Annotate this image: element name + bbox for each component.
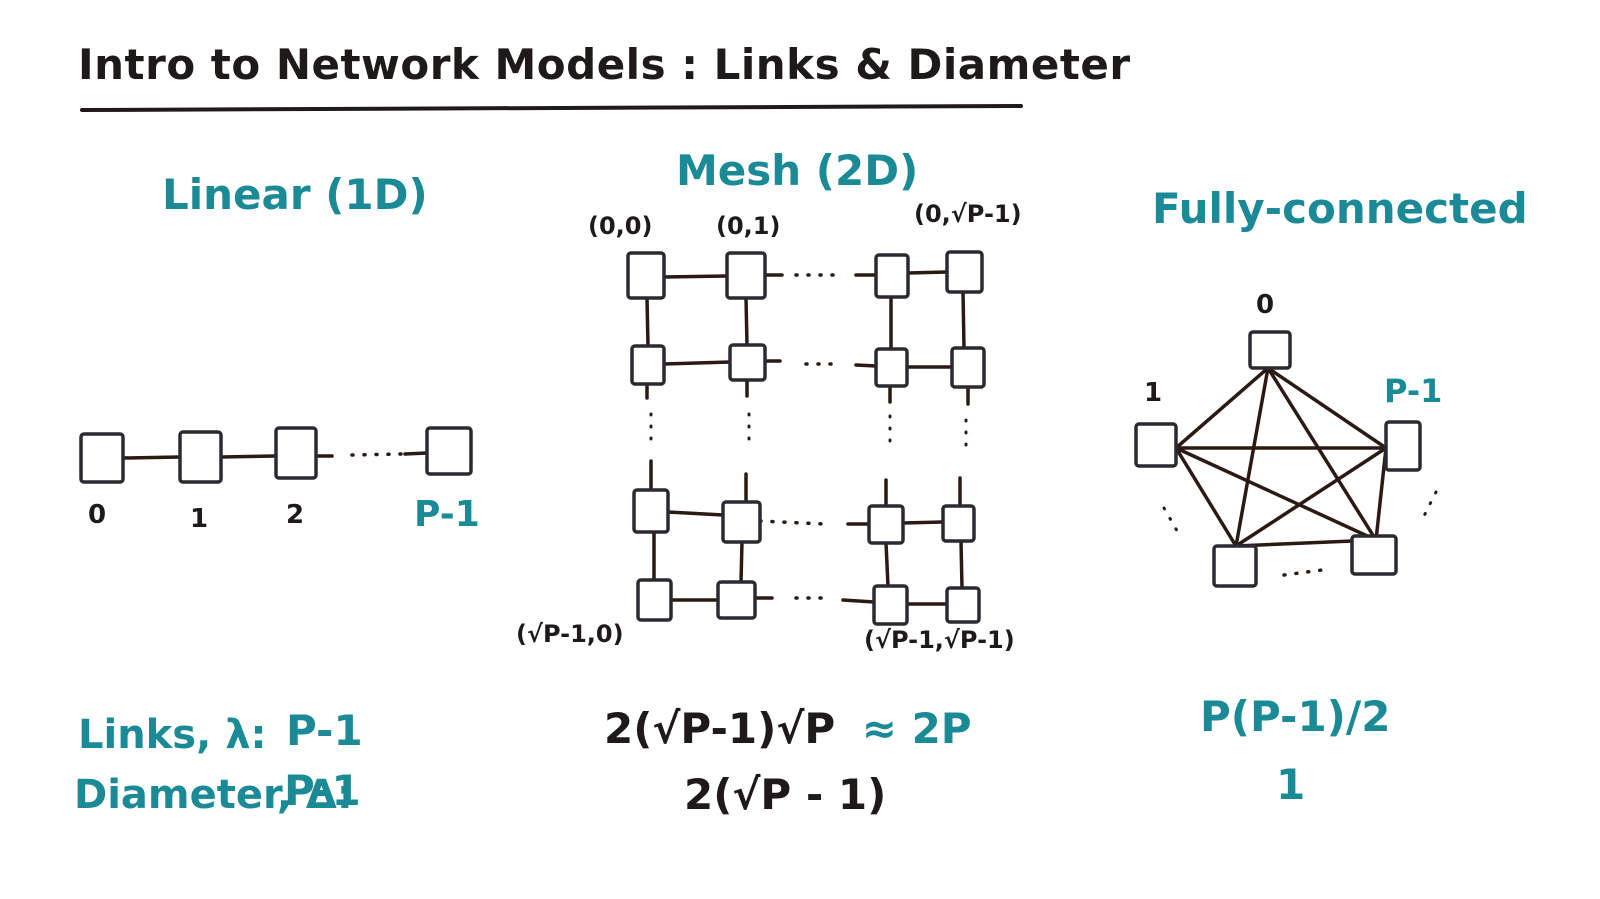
mesh-links-approx: ≈ 2P xyxy=(861,704,972,753)
fc-label-top: 0 xyxy=(1256,290,1275,320)
linear-node-2 xyxy=(274,426,318,480)
mesh-node xyxy=(728,343,767,382)
linear-network xyxy=(79,426,473,484)
mesh-node xyxy=(636,578,673,622)
fc-ellipsis-right xyxy=(1418,490,1438,526)
fc-node-right xyxy=(1384,420,1422,472)
fc-diameter-value: 1 xyxy=(1276,760,1306,809)
fc-label-left: 1 xyxy=(1144,378,1163,408)
mesh-node xyxy=(945,586,981,624)
mesh-node xyxy=(941,504,976,543)
diameter-row-label: Diameter, Δ: xyxy=(74,772,353,818)
mesh-node xyxy=(632,488,670,534)
mesh-node xyxy=(867,504,905,545)
mesh-node xyxy=(872,584,909,626)
mesh-network xyxy=(626,250,986,626)
mesh-node xyxy=(950,346,986,389)
mesh-label-top-right: (0,√P-1) xyxy=(914,200,1022,228)
mesh-links-formula: 2(√P-1)√P xyxy=(604,704,836,753)
mesh-label-top-left: (0,0) xyxy=(588,212,653,240)
fc-node-left xyxy=(1134,422,1178,468)
mesh-node xyxy=(626,251,666,300)
linear-edge xyxy=(219,454,278,459)
linear-node-0 xyxy=(79,432,125,484)
page-title: Intro to Network Models : Links & Diamet… xyxy=(78,40,1131,89)
linear-label-2: 2 xyxy=(286,500,305,530)
linear-links-value: P-1 xyxy=(286,706,363,755)
mesh-node xyxy=(721,500,762,544)
mesh-node xyxy=(874,253,910,299)
links-row-label: Links, λ: xyxy=(78,712,267,758)
linear-heading: Linear (1D) xyxy=(162,170,428,219)
fc-ellipsis-left xyxy=(1162,506,1182,538)
mesh-label-bottom-right: (√P-1,√P-1) xyxy=(864,626,1015,654)
fully-connected-network xyxy=(1134,330,1438,588)
mesh-node xyxy=(945,250,984,294)
fc-links-value: P(P-1)/2 xyxy=(1200,692,1391,741)
linear-diameter-value: P-1 xyxy=(284,766,361,815)
mesh-links-value: 2(√P-1)√P ≈ 2P xyxy=(604,704,972,753)
linear-label-last: P-1 xyxy=(414,494,480,535)
mesh-node xyxy=(716,580,757,620)
fc-node-bottom-right xyxy=(1350,534,1398,576)
fc-label-right: P-1 xyxy=(1384,372,1443,410)
fc-node-top xyxy=(1248,330,1292,370)
fc-ellipsis-bottom xyxy=(1282,568,1324,577)
linear-node-last xyxy=(425,426,473,476)
fc-node-bottom-left xyxy=(1212,544,1258,588)
mesh-label-top-second: (0,1) xyxy=(716,212,781,240)
linear-ellipsis xyxy=(350,452,404,457)
mesh-node xyxy=(725,251,767,300)
mesh-label-bottom-left: (√P-1,0) xyxy=(516,620,624,648)
linear-label-1: 1 xyxy=(190,504,209,534)
mesh-node xyxy=(874,347,909,388)
linear-edge xyxy=(122,455,182,460)
mesh-node xyxy=(630,344,666,386)
linear-label-0: 0 xyxy=(88,500,107,530)
linear-edge xyxy=(403,451,429,456)
mesh-heading: Mesh (2D) xyxy=(676,146,919,195)
linear-node-1 xyxy=(178,430,223,484)
mesh-diameter-value: 2(√P - 1) xyxy=(684,770,887,819)
fully-connected-heading: Fully-connected xyxy=(1152,184,1528,233)
